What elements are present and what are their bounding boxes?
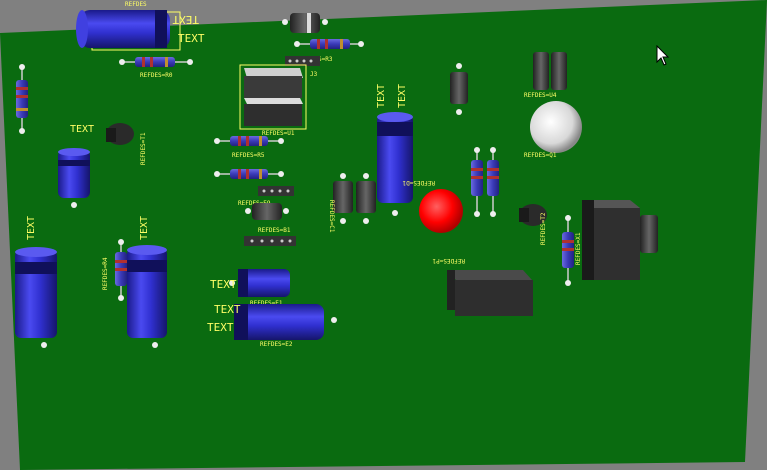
transformer-x1[interactable] bbox=[582, 200, 658, 280]
silk-text-label: TEXT bbox=[207, 321, 234, 334]
refdes-u1: REFDES=U1 bbox=[262, 130, 295, 137]
capacitor-bottom-left-2[interactable]: TEXT bbox=[127, 216, 167, 348]
capacitor-e1[interactable]: TEXT REFDES=E1 bbox=[210, 269, 290, 307]
silk-text-label: TEXT bbox=[376, 84, 387, 108]
resistor-left-vertical[interactable] bbox=[16, 64, 28, 134]
resistor-right-vertical[interactable]: REFDES=X1 bbox=[562, 215, 582, 286]
transistor-t1[interactable]: REFDES=T1 bbox=[106, 123, 147, 165]
silk-refdes: REFDES bbox=[125, 1, 147, 8]
refdes-t2: REFDES=T2 bbox=[540, 212, 547, 245]
capacitor-bottom-left-1[interactable]: TEXT bbox=[15, 216, 57, 348]
refdes-r5: REFDES=R5 bbox=[232, 152, 265, 159]
resistor-r4[interactable]: REFDES=R4 bbox=[102, 239, 127, 301]
relay-p1[interactable]: REFDES=P1 bbox=[432, 257, 533, 316]
silk-text-label: TEXT bbox=[172, 13, 199, 26]
refdes-e1: REFDES=E1 bbox=[250, 300, 283, 307]
header-b1[interactable]: REFDES=B1 bbox=[244, 227, 296, 246]
capacitor-mid-left[interactable]: TEXT bbox=[58, 124, 94, 208]
silk-text-label: TEXT bbox=[178, 32, 205, 45]
mouse-pointer-icon bbox=[656, 45, 670, 66]
refdes-p1: REFDES=P1 bbox=[432, 257, 465, 264]
refdes-e2: REFDES=E2 bbox=[260, 341, 293, 348]
silk-text-label: TEXT bbox=[70, 124, 94, 135]
refdes-r4: REFDES=R4 bbox=[102, 257, 109, 290]
capacitor-small-top[interactable] bbox=[282, 13, 328, 33]
capacitor-gray-u4[interactable]: REFDES=U4 bbox=[524, 52, 567, 99]
crystal-q1[interactable]: REFDES=Q1 bbox=[524, 101, 582, 159]
resistor-e9[interactable] bbox=[214, 169, 284, 179]
refdes-u4: REFDES=U4 bbox=[524, 92, 557, 99]
capacitor-gray-small[interactable] bbox=[245, 203, 289, 220]
resistor-r0[interactable]: REFDES=R0 bbox=[119, 57, 193, 79]
capacitor-center[interactable]: TEXT TEXT bbox=[376, 84, 413, 216]
ic-u1[interactable]: REFDES=U1 bbox=[239, 64, 307, 137]
capacitor-top-left[interactable]: TEXT TEXT REFDES bbox=[76, 1, 205, 51]
refdes-t1: REFDES=T1 bbox=[140, 132, 147, 165]
header-j3[interactable]: J3 bbox=[285, 56, 320, 78]
silk-text-label: TEXT bbox=[26, 216, 37, 240]
resistor-r5[interactable]: REFDES=R5 bbox=[214, 136, 284, 159]
capacitor-gray-vert[interactable] bbox=[450, 63, 468, 115]
refdes-x1: REFDES=X1 bbox=[575, 232, 582, 265]
refdes-c1: REFDES=C1 bbox=[328, 200, 335, 233]
refdes-q1: REFDES=Q1 bbox=[524, 152, 557, 159]
transistor-t2[interactable]: REFDES=T2 bbox=[519, 204, 547, 245]
silk-text-label: TEXT bbox=[139, 216, 150, 240]
silk-text-label: TEXT bbox=[214, 303, 241, 316]
capacitor-e2[interactable]: TEXT TEXT REFDES=E2 bbox=[207, 303, 337, 348]
refdes-r0: REFDES=R0 bbox=[140, 72, 173, 79]
silk-text-label: TEXT bbox=[397, 84, 408, 108]
silk-text-label: TEXT bbox=[210, 278, 237, 291]
refdes-j3: J3 bbox=[310, 71, 318, 78]
led-d1[interactable]: REFDES=D1 bbox=[402, 179, 463, 233]
refdes-b1: REFDES=B1 bbox=[258, 227, 291, 234]
resistor-pair-vertical[interactable] bbox=[471, 147, 499, 217]
refdes-led: REFDES=D1 bbox=[402, 179, 435, 186]
capacitor-gray-pair[interactable]: REFDES=C1 bbox=[328, 173, 376, 233]
